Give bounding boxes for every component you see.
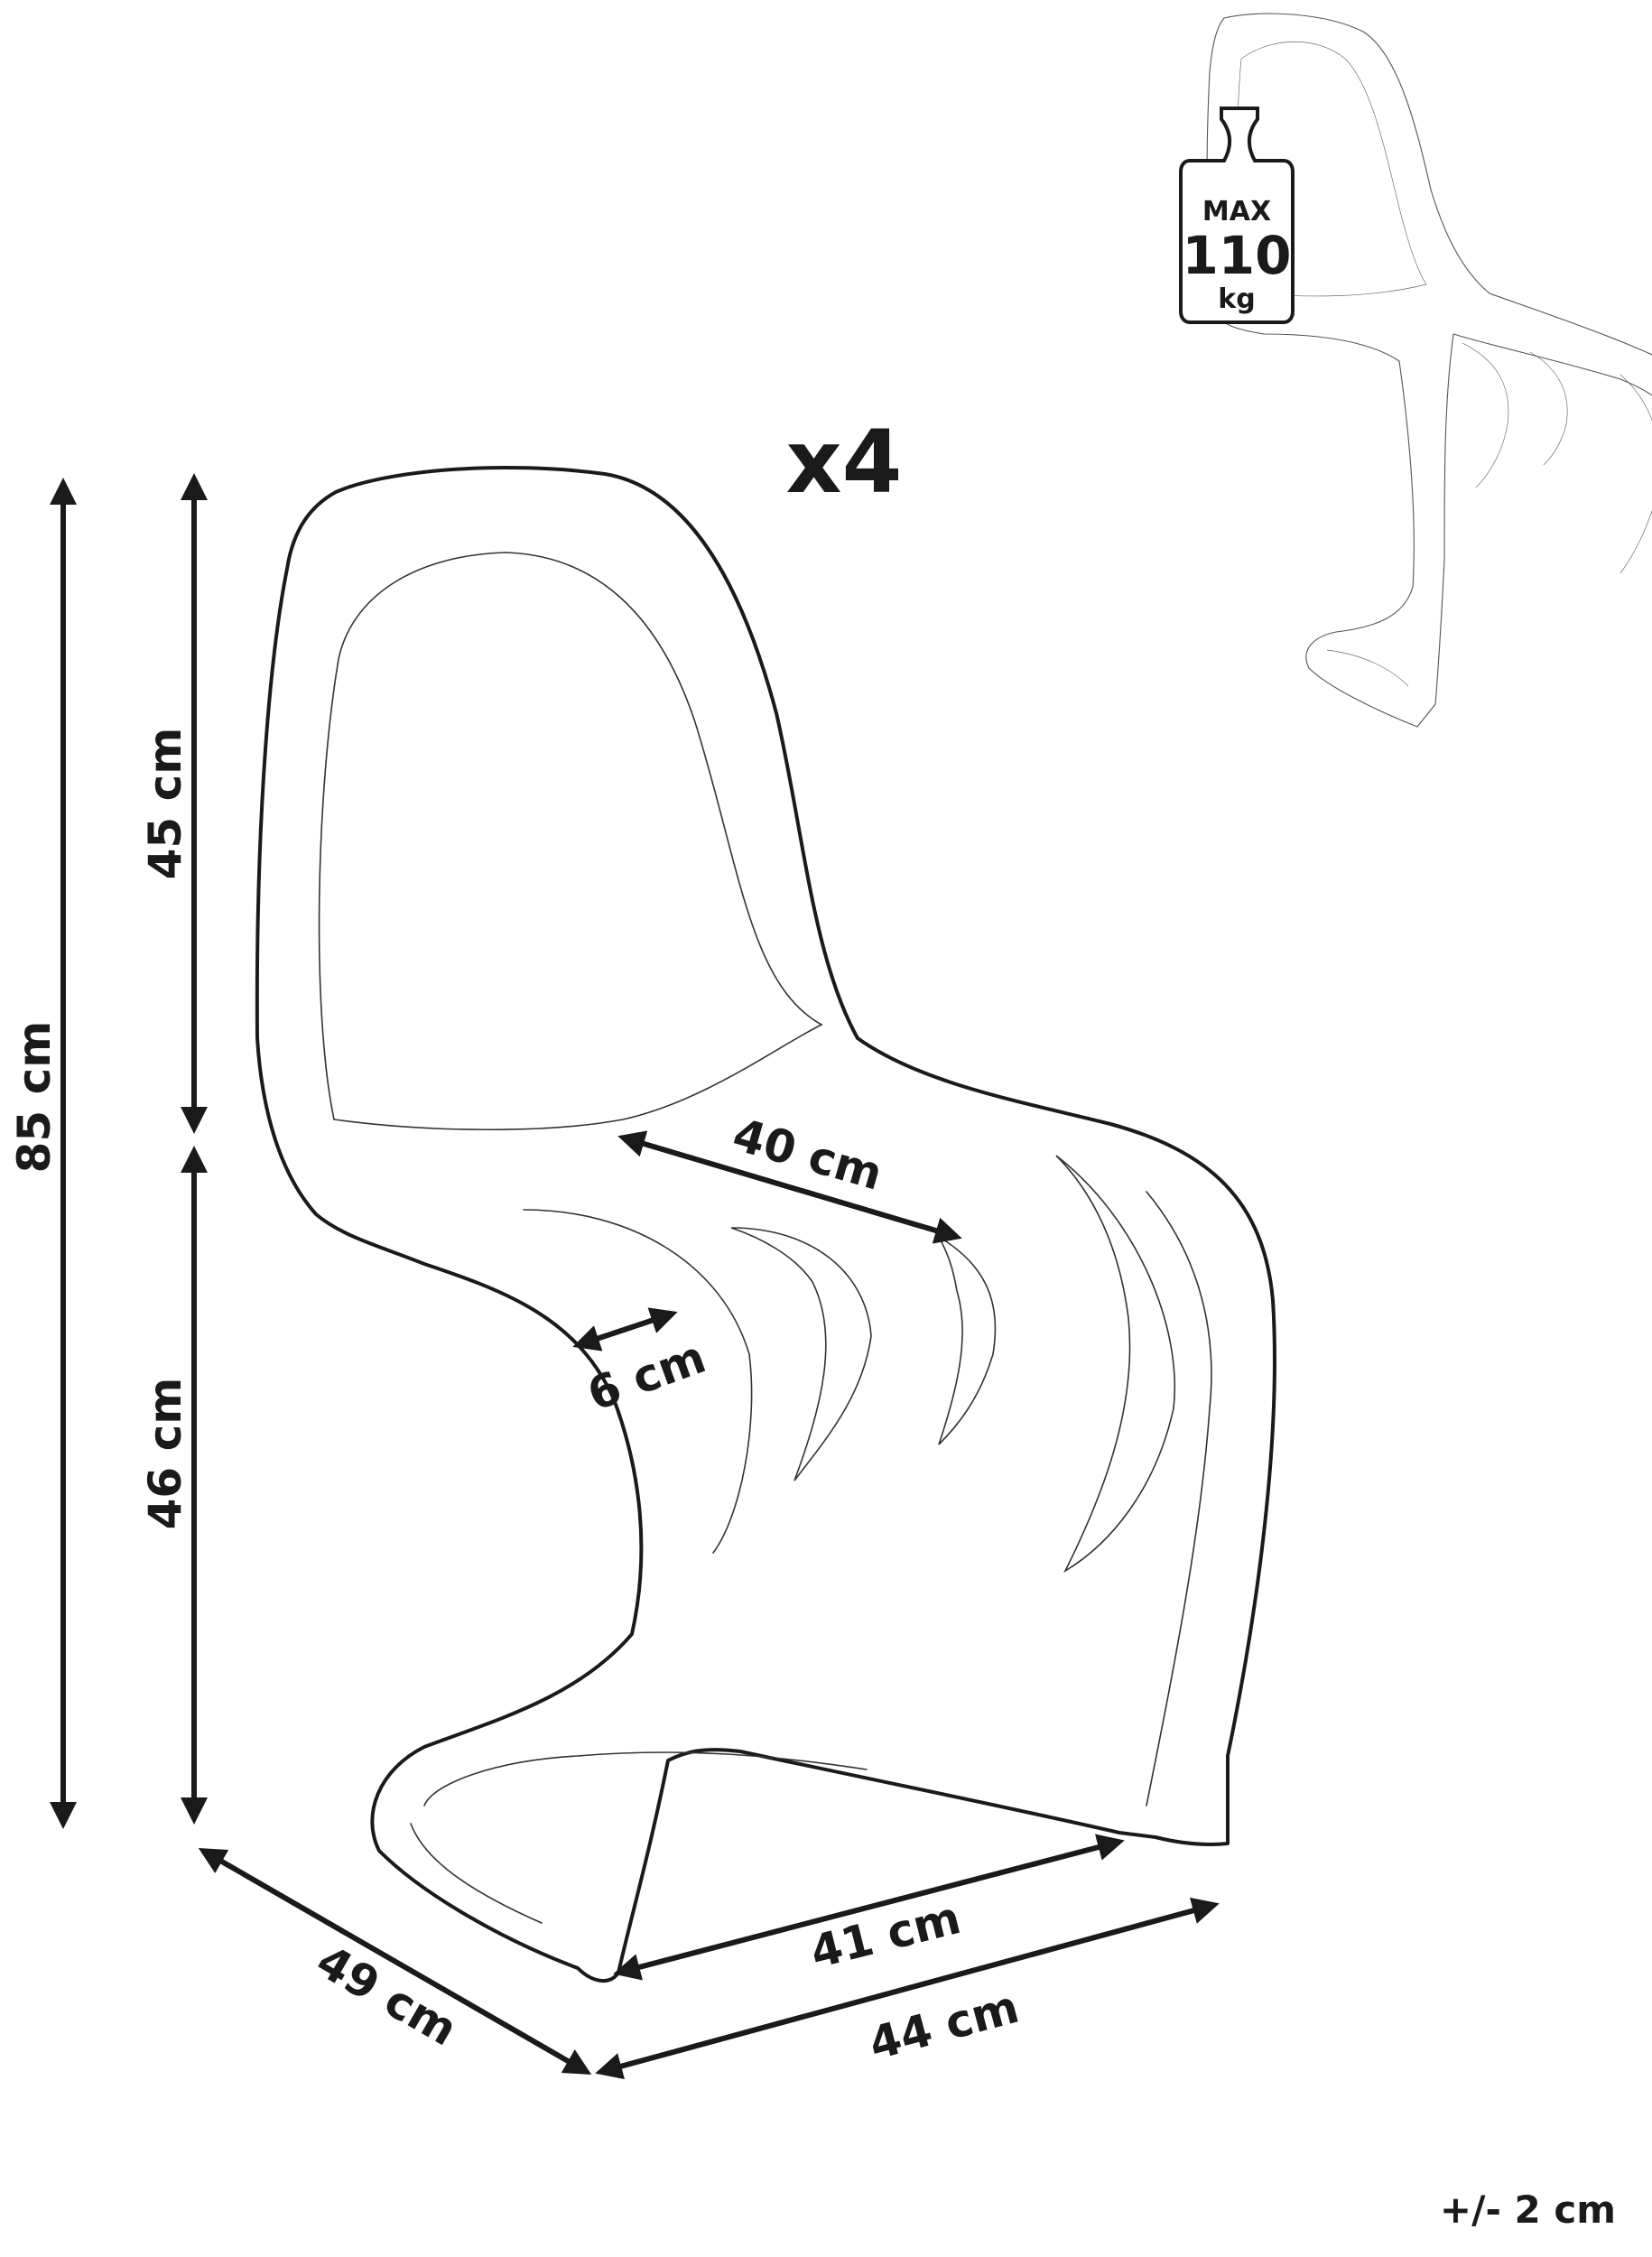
seat-fold-line-3 [936, 1234, 997, 1445]
tolerance-note: +/- 2 cm [1440, 2187, 1616, 2232]
label-thickness: 6 cm [580, 1331, 712, 1421]
label-seat-width: 40 cm [728, 1109, 888, 1201]
thumbnail-chair-outline [1206, 13, 1652, 728]
seat-fold-line-2 [730, 1227, 872, 1481]
backrest-inner-line [318, 552, 823, 1131]
chair-drawing [255, 465, 1276, 1983]
max-load-value: 110 [1182, 225, 1291, 286]
base-inner-line [423, 1751, 868, 1807]
dimension-line-thickness [572, 1307, 678, 1351]
seat-fold-line-4 [1055, 1155, 1175, 1574]
label-seat-height: 46 cm [139, 1378, 191, 1530]
chair-outline [255, 465, 1276, 1983]
weight-icon [1179, 107, 1295, 324]
max-label: MAX [1202, 196, 1271, 228]
quantity-label: x4 [786, 412, 903, 513]
max-load-weight-icon: MAX 110 kg [1179, 107, 1295, 324]
seat-edge-line [1146, 1191, 1212, 1807]
label-total-height: 85 cm [8, 1021, 60, 1174]
base-curl-line [410, 1823, 543, 1924]
label-depth: 49 cm [308, 1935, 466, 2057]
seat-fold-line-1 [523, 1209, 753, 1554]
max-load-unit: kg [1218, 283, 1255, 315]
dimension-line-seat-width [617, 1130, 962, 1244]
dimension-line-depth [198, 1848, 592, 2075]
thumbnail-chair [1206, 13, 1652, 728]
label-backrest-height: 45 cm [139, 728, 191, 880]
dimension-line-overall-width [595, 1897, 1220, 2080]
